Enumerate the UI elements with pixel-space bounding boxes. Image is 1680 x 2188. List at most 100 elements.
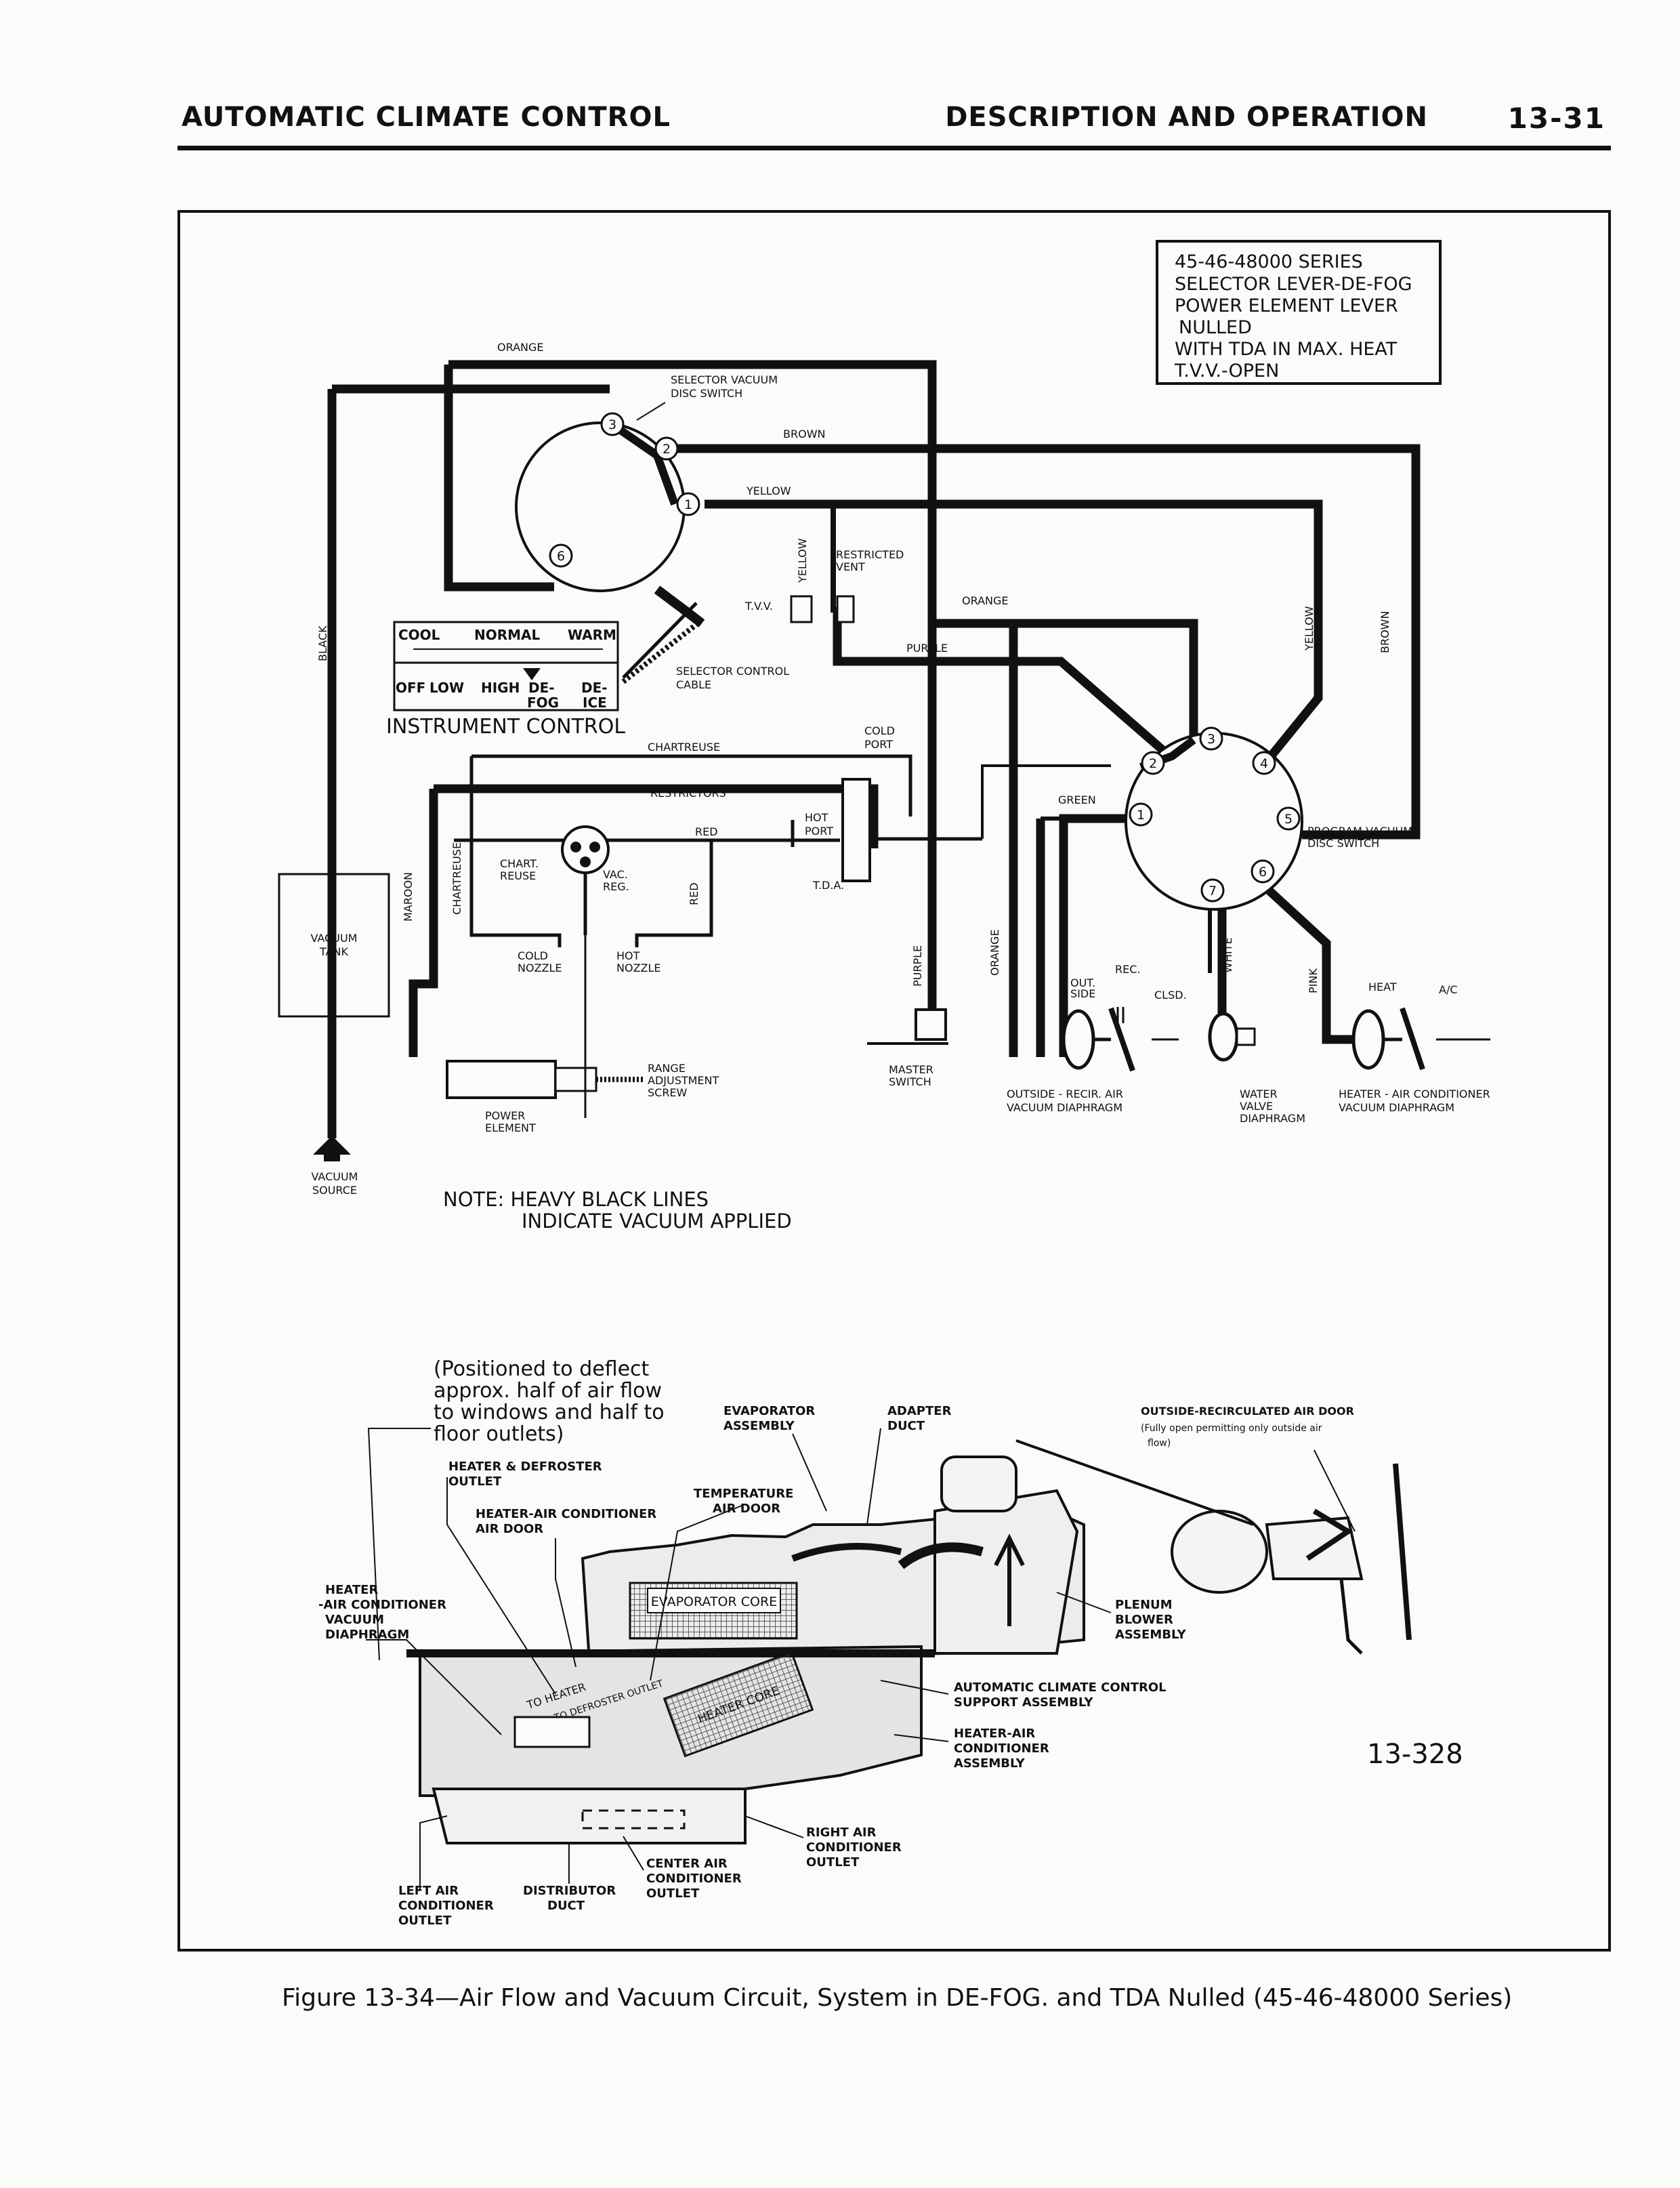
program-switch-label-1: PROGRAM VACUUM xyxy=(1307,825,1412,838)
prog-port-2: 2 xyxy=(1149,756,1157,771)
distributor-duct-label-2: DUCT xyxy=(547,1899,585,1913)
tda-label: T.D.A. xyxy=(812,879,844,892)
acc-support-label-2: SUPPORT ASSEMBLY xyxy=(954,1695,1094,1710)
sel-port-6: 6 xyxy=(557,549,565,564)
scale-defog: DE- xyxy=(528,680,555,696)
heater-defroster-outlet-label-1: HEATER & DEFROSTER xyxy=(448,1460,602,1474)
selector-cable-label-1: SELECTOR CONTROL xyxy=(676,665,789,678)
heater-ac-assembly-label-1: HEATER-AIR xyxy=(954,1727,1035,1741)
airflow-illustration: EVAPORATOR CORE HEATER CORE TO HEATER TO… xyxy=(406,1439,1412,1844)
scale-low: LOW xyxy=(429,680,464,696)
power-element: RANGE ADJUSTMENT SCREW POWER ELEMENT xyxy=(446,935,719,1134)
vacuum-source: VACUUM SOURCE xyxy=(312,1136,358,1197)
prog-port-3: 3 xyxy=(1207,732,1215,747)
power-element-label-2: ELEMENT xyxy=(485,1121,536,1134)
vacuum-source-label-1: VACUUM xyxy=(312,1170,358,1183)
water-valve-label-3: DIAPHRAGM xyxy=(1240,1112,1305,1125)
scale-ice: ICE xyxy=(583,695,607,711)
tda-unit: COLD PORT HOT PORT T.D.A. xyxy=(805,724,1111,892)
hose-label-red-vert: RED xyxy=(688,882,700,905)
info-line-5: WITH TDA IN MAX. HEAT xyxy=(1175,339,1398,360)
vacuum-tank-label-1: VACUUM xyxy=(311,932,358,945)
vacuum-hoses xyxy=(327,360,1421,1138)
info-line-3: POWER ELEMENT LEVER xyxy=(1175,295,1398,316)
running-header-left: AUTOMATIC CLIMATE CONTROL xyxy=(182,102,671,133)
chart-reuse-label-2: REUSE xyxy=(500,869,536,882)
hose-label-green: GREEN xyxy=(1058,793,1096,806)
right-outlet-label-3: OUTLET xyxy=(806,1855,860,1870)
program-disc-switch: 1 2 3 4 5 6 7 PROGRAM VACUUM DISC SWITCH xyxy=(1125,726,1412,911)
info-line-1: 45-46-48000 SERIES xyxy=(1175,251,1363,272)
hot-nozzle-label-1: HOT xyxy=(616,949,640,962)
hose-label-purple-vert: PURPLE xyxy=(911,945,924,987)
hose-label-chartreuse: CHARTREUSE xyxy=(648,741,720,754)
figure-caption: Figure 13-34—Air Flow and Vacuum Circuit… xyxy=(282,1984,1513,2012)
sel-port-3: 3 xyxy=(608,417,616,432)
hose-label-chartreuse-vert: CHARTREUSE xyxy=(450,842,463,915)
figure-frame xyxy=(177,210,1611,1952)
right-outlet-label-2: CONDITIONER xyxy=(806,1840,902,1855)
adapter-duct-label-1: ADAPTER xyxy=(887,1404,952,1418)
selector-cable-label-2: CABLE xyxy=(676,678,711,691)
outside-recirc-door-label-1: OUTSIDE-RECIRCULATED AIR DOOR xyxy=(1141,1405,1354,1418)
hose-label-orange-top: ORANGE xyxy=(497,341,543,354)
power-element-label-1: POWER xyxy=(485,1109,525,1122)
left-outlet-label-3: OUTLET xyxy=(398,1914,452,1928)
range-screw-label-2: ADJUSTMENT xyxy=(648,1074,719,1087)
hose-label-yellow: YELLOW xyxy=(746,484,791,497)
vacuum-source-label-2: SOURCE xyxy=(312,1184,357,1197)
info-line-6: T.V.V.-OPEN xyxy=(1174,360,1279,381)
cold-port-label-1: COLD xyxy=(864,724,895,737)
running-header-section: DESCRIPTION AND OPERATION xyxy=(945,102,1428,133)
outside-recir-label-2: VACUUM DIAPHRAGM xyxy=(1007,1101,1122,1114)
info-line-4: NULLED xyxy=(1179,317,1252,338)
hose-label-black: BLACK xyxy=(316,625,329,661)
hose-label-yellow-right: YELLOW xyxy=(1303,606,1316,651)
scale-normal: NORMAL xyxy=(474,627,541,643)
adapter-duct-label-2: DUCT xyxy=(887,1419,925,1433)
heater-ac-vacuum-label-2: -AIR CONDITIONER xyxy=(318,1598,446,1612)
heater-ac-label-1: HEATER - AIR CONDITIONER xyxy=(1339,1088,1490,1100)
prog-port-1: 1 xyxy=(1137,808,1145,823)
scale-off: OFF xyxy=(396,680,425,696)
hose-label-maroon: MAROON xyxy=(402,872,415,922)
restricted-vent-label-2: VENT xyxy=(836,560,865,573)
positioned-note-1: (Positioned to deflect xyxy=(434,1357,650,1381)
leader-lines xyxy=(366,1428,1356,1891)
vac-reg-label-2: REG. xyxy=(603,880,629,893)
hose-label-pink: PINK xyxy=(1307,968,1320,993)
evaporator-core-label: EVAPORATOR CORE xyxy=(651,1594,777,1609)
heater-ac-assembly-label-2: CONDITIONER xyxy=(954,1741,1049,1756)
hose-label-orange-mid: ORANGE xyxy=(962,594,1008,607)
left-outlet-label-1: LEFT AIR xyxy=(398,1884,459,1898)
heater-ac-door-label-2: AIR DOOR xyxy=(476,1522,543,1536)
cold-nozzle-label-2: NOZZLE xyxy=(518,962,562,974)
plenum-blower-label-1: PLENUM xyxy=(1115,1598,1173,1612)
right-outlet-label-1: RIGHT AIR xyxy=(806,1825,877,1840)
temperature-door-label-2: AIR DOOR xyxy=(713,1502,780,1516)
instrument-control: COOL NORMAL WARM OFF LOW HIGH DE- DE- FO… xyxy=(386,621,625,739)
sel-port-2: 2 xyxy=(663,442,671,457)
center-outlet-label-3: OUTLET xyxy=(646,1886,700,1901)
center-outlet-label-1: CENTER AIR xyxy=(646,1857,728,1871)
positioned-note-2: approx. half of air flow xyxy=(434,1379,662,1403)
cold-nozzle-label-1: COLD xyxy=(518,949,548,962)
master-switch: MASTER SWITCH xyxy=(867,1008,948,1088)
heater-ac-vacuum-label-3: VACUUM xyxy=(325,1613,384,1627)
selector-disc-switch: 3 2 1 6 xyxy=(515,412,705,679)
prog-port-6: 6 xyxy=(1259,865,1267,880)
heater-defroster-outlet-label-2: OUTLET xyxy=(448,1474,502,1489)
scale-warm: WARM xyxy=(568,627,616,643)
heater-ac-vacuum-label-4: DIAPHRAGM xyxy=(325,1628,409,1642)
hot-port-label-1: HOT xyxy=(805,811,828,824)
vacuum-regulator: RESTRICTORS CHART. REUSE VAC. REG. COLD … xyxy=(500,787,726,974)
range-screw-label-1: RANGE xyxy=(648,1062,686,1075)
master-switch-label-2: SWITCH xyxy=(889,1075,931,1088)
left-outlet-label-2: CONDITIONER xyxy=(398,1899,494,1913)
prog-port-4: 4 xyxy=(1260,756,1268,771)
hose-label-brown-right: BROWN xyxy=(1379,611,1391,653)
water-valve-label-2: VALVE xyxy=(1240,1100,1273,1113)
heat-label: HEAT xyxy=(1368,981,1397,993)
selector-switch-label-1: SELECTOR VACUUM xyxy=(671,373,778,386)
